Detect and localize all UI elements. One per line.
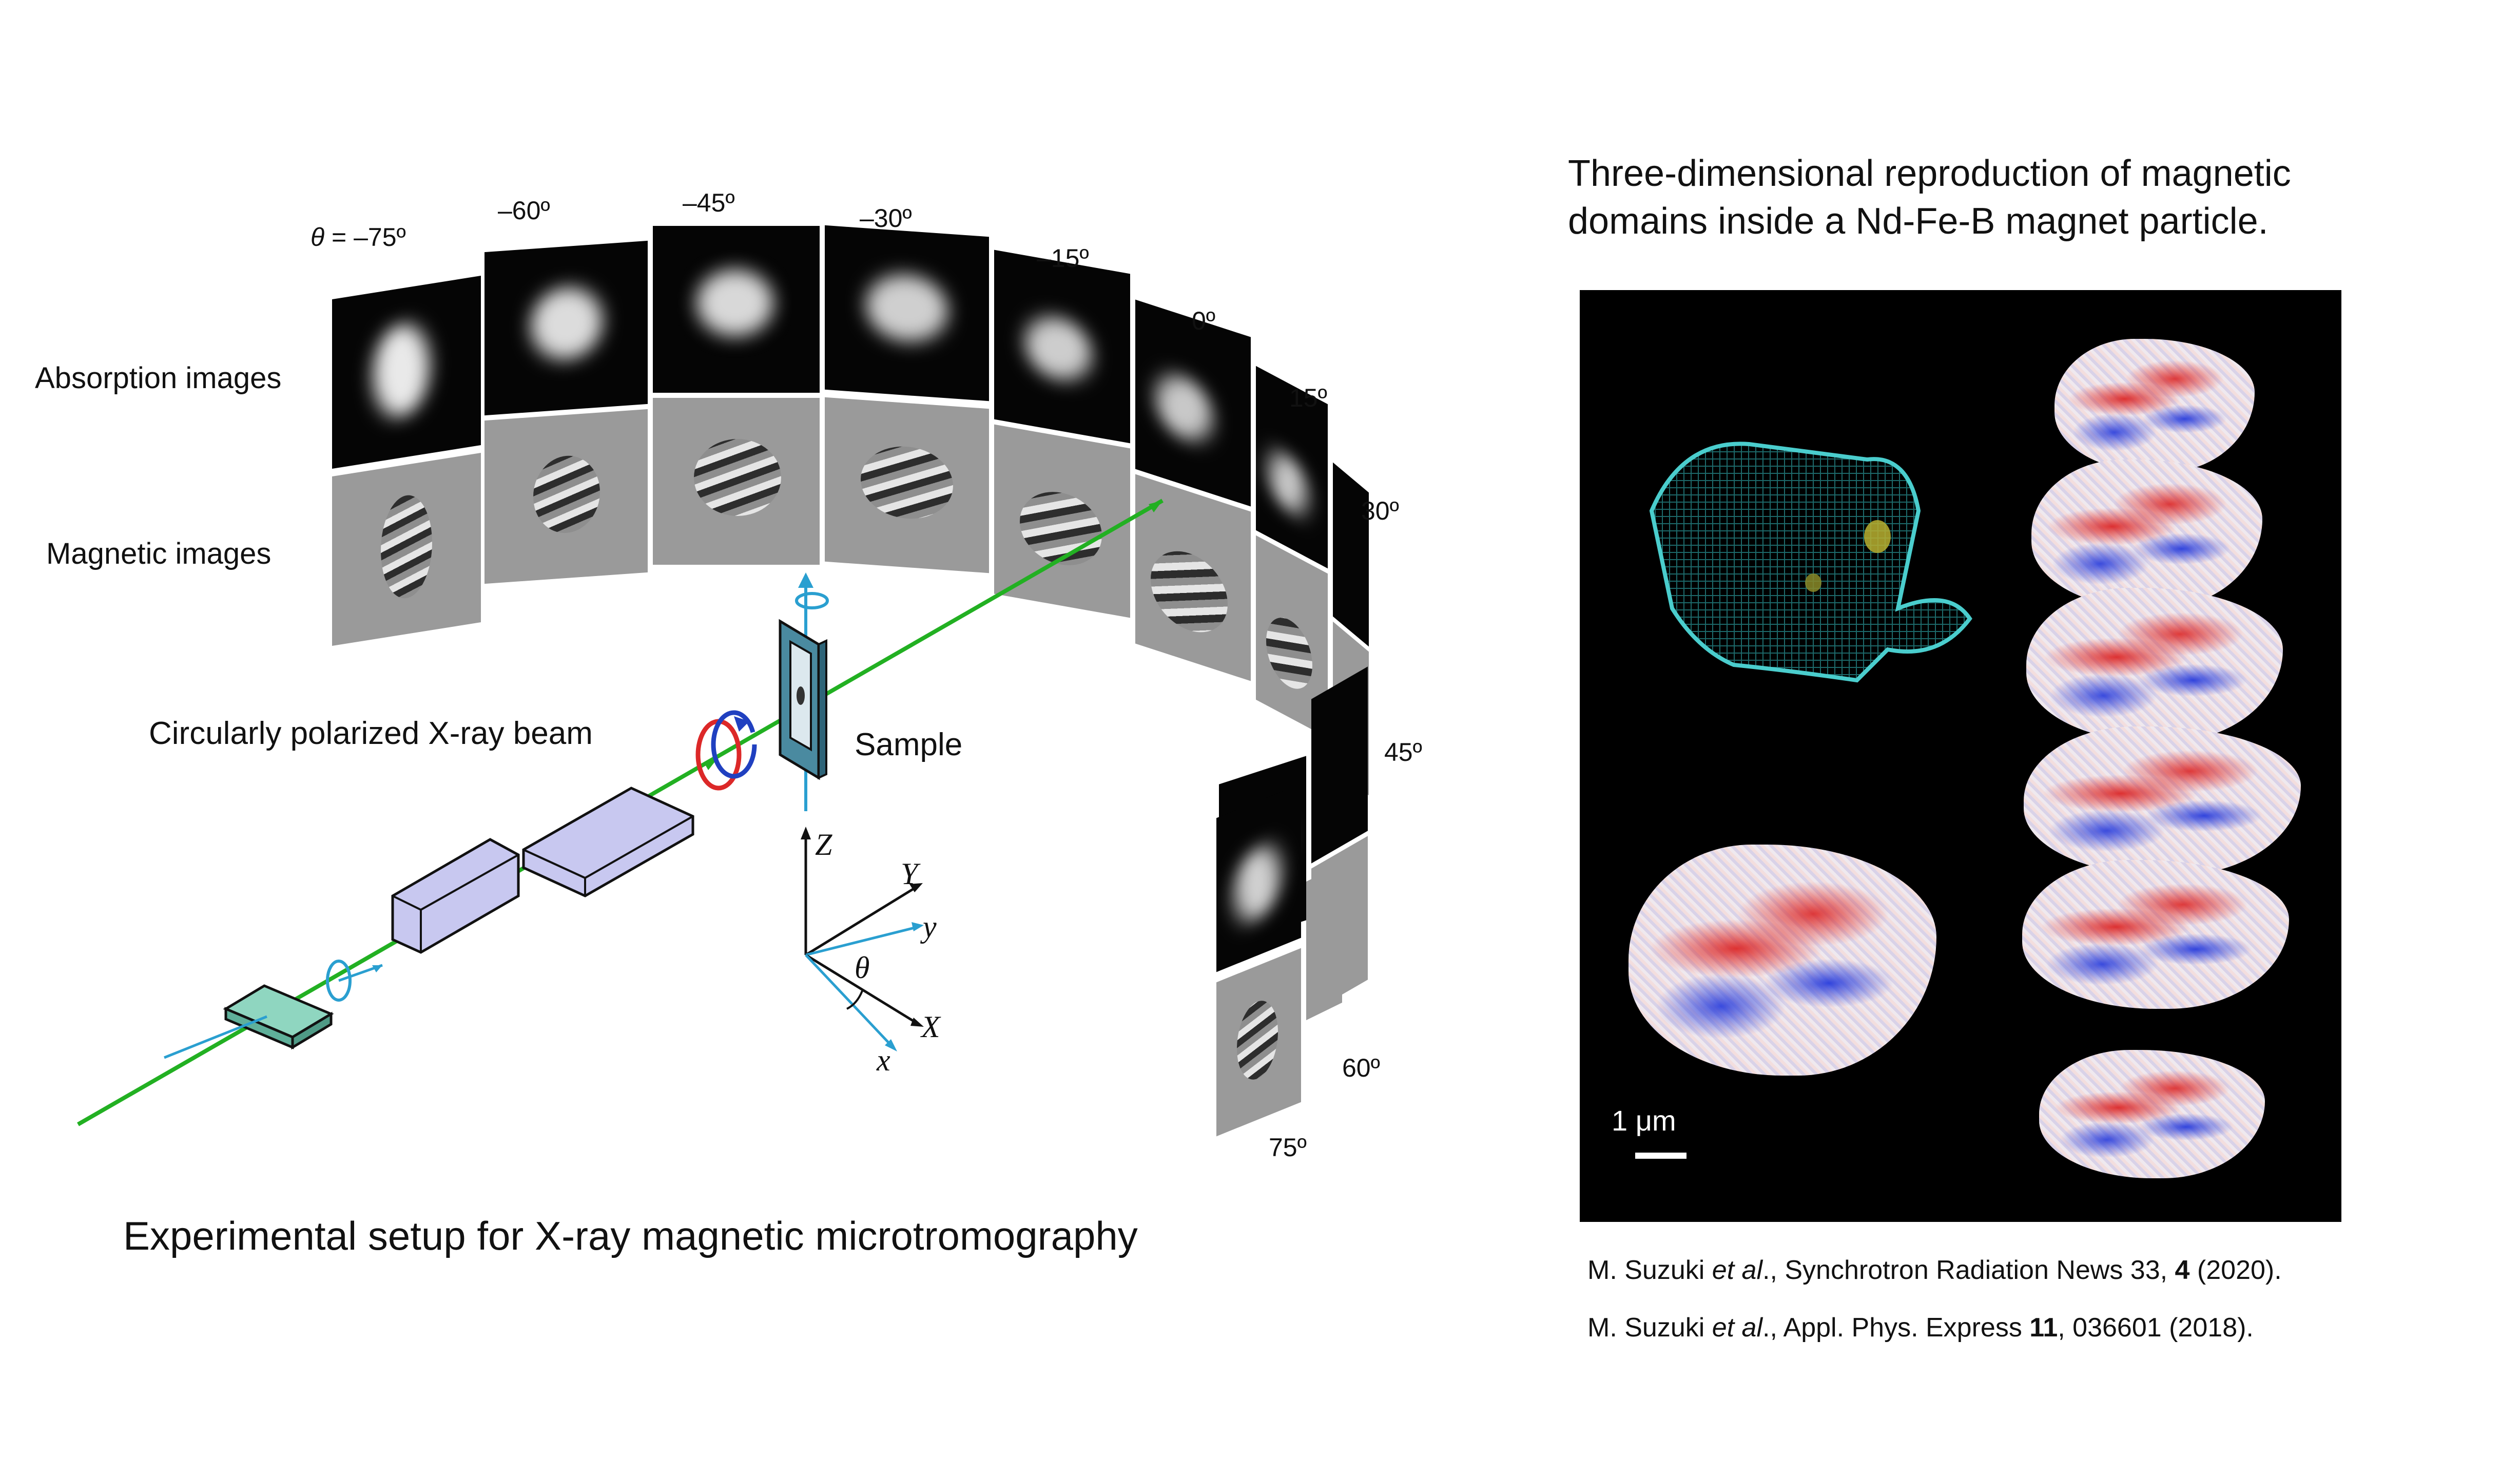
beam-arrow-mid-2	[704, 760, 716, 770]
domain-slice-3	[2026, 588, 2283, 742]
render-title-line-1: Three-dimensional reproduction of magnet…	[1568, 153, 2291, 194]
angle-label-m30: –30º	[860, 204, 912, 233]
render-title-line-2: domains inside a Nd-Fe-B magnet particle…	[1568, 201, 2269, 242]
magnetic-frame-m45	[653, 398, 820, 565]
absorption-row-label: Absorption images	[35, 361, 282, 395]
angle-label-75: 75º	[1269, 1133, 1307, 1162]
axis-label-Z: Z	[815, 828, 832, 862]
beam-arrowhead	[1149, 501, 1162, 512]
reference-1: M. Suzuki et al., Synchrotron Radiation …	[1587, 1255, 2282, 1285]
axis-label-theta: θ	[855, 951, 870, 985]
domain-render-cutaway	[1629, 845, 1936, 1076]
sample-particle	[797, 686, 805, 705]
setup-caption: Experimental setup for X-ray magnetic mi…	[123, 1213, 1138, 1258]
angle-label-m75: θ = –75º	[311, 223, 406, 252]
angle-label-60: 60º	[1342, 1054, 1380, 1082]
axis-label-y: y	[923, 910, 937, 944]
axis-label-X: X	[921, 1010, 940, 1044]
angle-label-0: 0º	[1192, 307, 1216, 335]
particle-shell	[1649, 442, 1972, 683]
domain-slice-5	[2022, 860, 2289, 1009]
scale-bar	[1635, 1153, 1687, 1159]
angle-label-m45: –45º	[683, 188, 735, 217]
polarization-blue-arrow	[711, 710, 757, 779]
domain-slice-2	[2031, 460, 2262, 608]
angle-label-45: 45º	[1384, 738, 1422, 767]
coordinate-axes	[801, 827, 924, 1051]
angle-label-15: 15º	[1289, 384, 1327, 412]
reference-2: M. Suzuki et al., Appl. Phys. Express 11…	[1587, 1313, 2254, 1343]
scale-bar-label: 1 μm	[1612, 1104, 1676, 1137]
phase-retarder-2	[522, 787, 694, 897]
phase-retarder-1	[391, 838, 520, 954]
axis-label-x: x	[877, 1043, 890, 1077]
domain-slice-6	[2039, 1050, 2265, 1178]
magnetic-row-label: Magnetic images	[46, 537, 272, 570]
absorption-frame-m45	[653, 226, 820, 393]
domain-slice-1	[2054, 339, 2255, 472]
sample-label: Sample	[855, 727, 963, 762]
beam-label: Circularly polarized X-ray beam	[149, 716, 593, 751]
angle-label-30: 30º	[1361, 496, 1399, 525]
polarization-marker-1	[326, 960, 352, 1002]
domain-slice-4	[2024, 726, 2301, 875]
reconstruction-image: 1 μm	[1580, 290, 2341, 1222]
beamline-svg	[77, 499, 1164, 1126]
axis-label-Y: Y	[901, 857, 918, 891]
angle-label-m60: –60º	[498, 196, 550, 225]
rotation-arrow-icon	[795, 592, 829, 609]
angle-label-m15: –15º	[1037, 244, 1089, 273]
